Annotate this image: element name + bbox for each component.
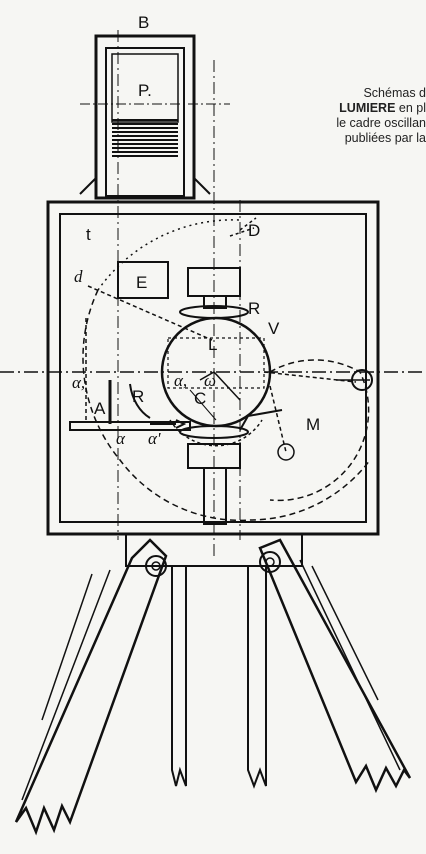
caption-line-1: Schémas d bbox=[363, 86, 426, 100]
label-c: C bbox=[194, 389, 206, 408]
label-l: L bbox=[208, 335, 217, 354]
claw-arm bbox=[69, 285, 213, 431]
label-p: P. bbox=[138, 81, 152, 100]
film-roll bbox=[112, 119, 178, 157]
label-t: t bbox=[86, 225, 91, 244]
caption: Schémas d LUMIERE en pl le cadre oscilla… bbox=[276, 86, 426, 146]
camera-box bbox=[46, 200, 380, 536]
caption-line-2: LUMIERE en pl bbox=[276, 101, 426, 116]
tripod bbox=[14, 533, 412, 836]
label-alpha-prime: α' bbox=[148, 429, 161, 448]
label-b: B bbox=[138, 13, 149, 32]
labels: B P. D t d E R V L α, R α, ω C A M α α' bbox=[72, 13, 320, 448]
label-r-top: R bbox=[248, 299, 260, 318]
label-alpha1: α, bbox=[72, 373, 85, 392]
film-magazine bbox=[79, 34, 211, 200]
label-a: A bbox=[94, 399, 106, 418]
caption-line-4: publiées par la bbox=[344, 131, 426, 145]
label-v: V bbox=[268, 319, 280, 338]
e-block bbox=[117, 261, 169, 299]
label-alpha-bottom: α bbox=[116, 429, 126, 448]
caption-brand: LUMIERE bbox=[339, 101, 396, 115]
label-alpha-center: α, bbox=[174, 371, 187, 390]
label-e: E bbox=[136, 273, 147, 292]
label-d-lower: d bbox=[74, 267, 83, 286]
label-d-upper: D bbox=[248, 221, 260, 240]
shutter-arc bbox=[82, 289, 371, 522]
caption-line-3: le cadre oscillan bbox=[336, 116, 426, 130]
label-m: M bbox=[306, 415, 320, 434]
label-omega: ω bbox=[204, 371, 216, 390]
caption-line-2-rest: en pl bbox=[395, 101, 426, 115]
lower-gear bbox=[179, 425, 249, 525]
label-r-left: R bbox=[132, 387, 144, 406]
